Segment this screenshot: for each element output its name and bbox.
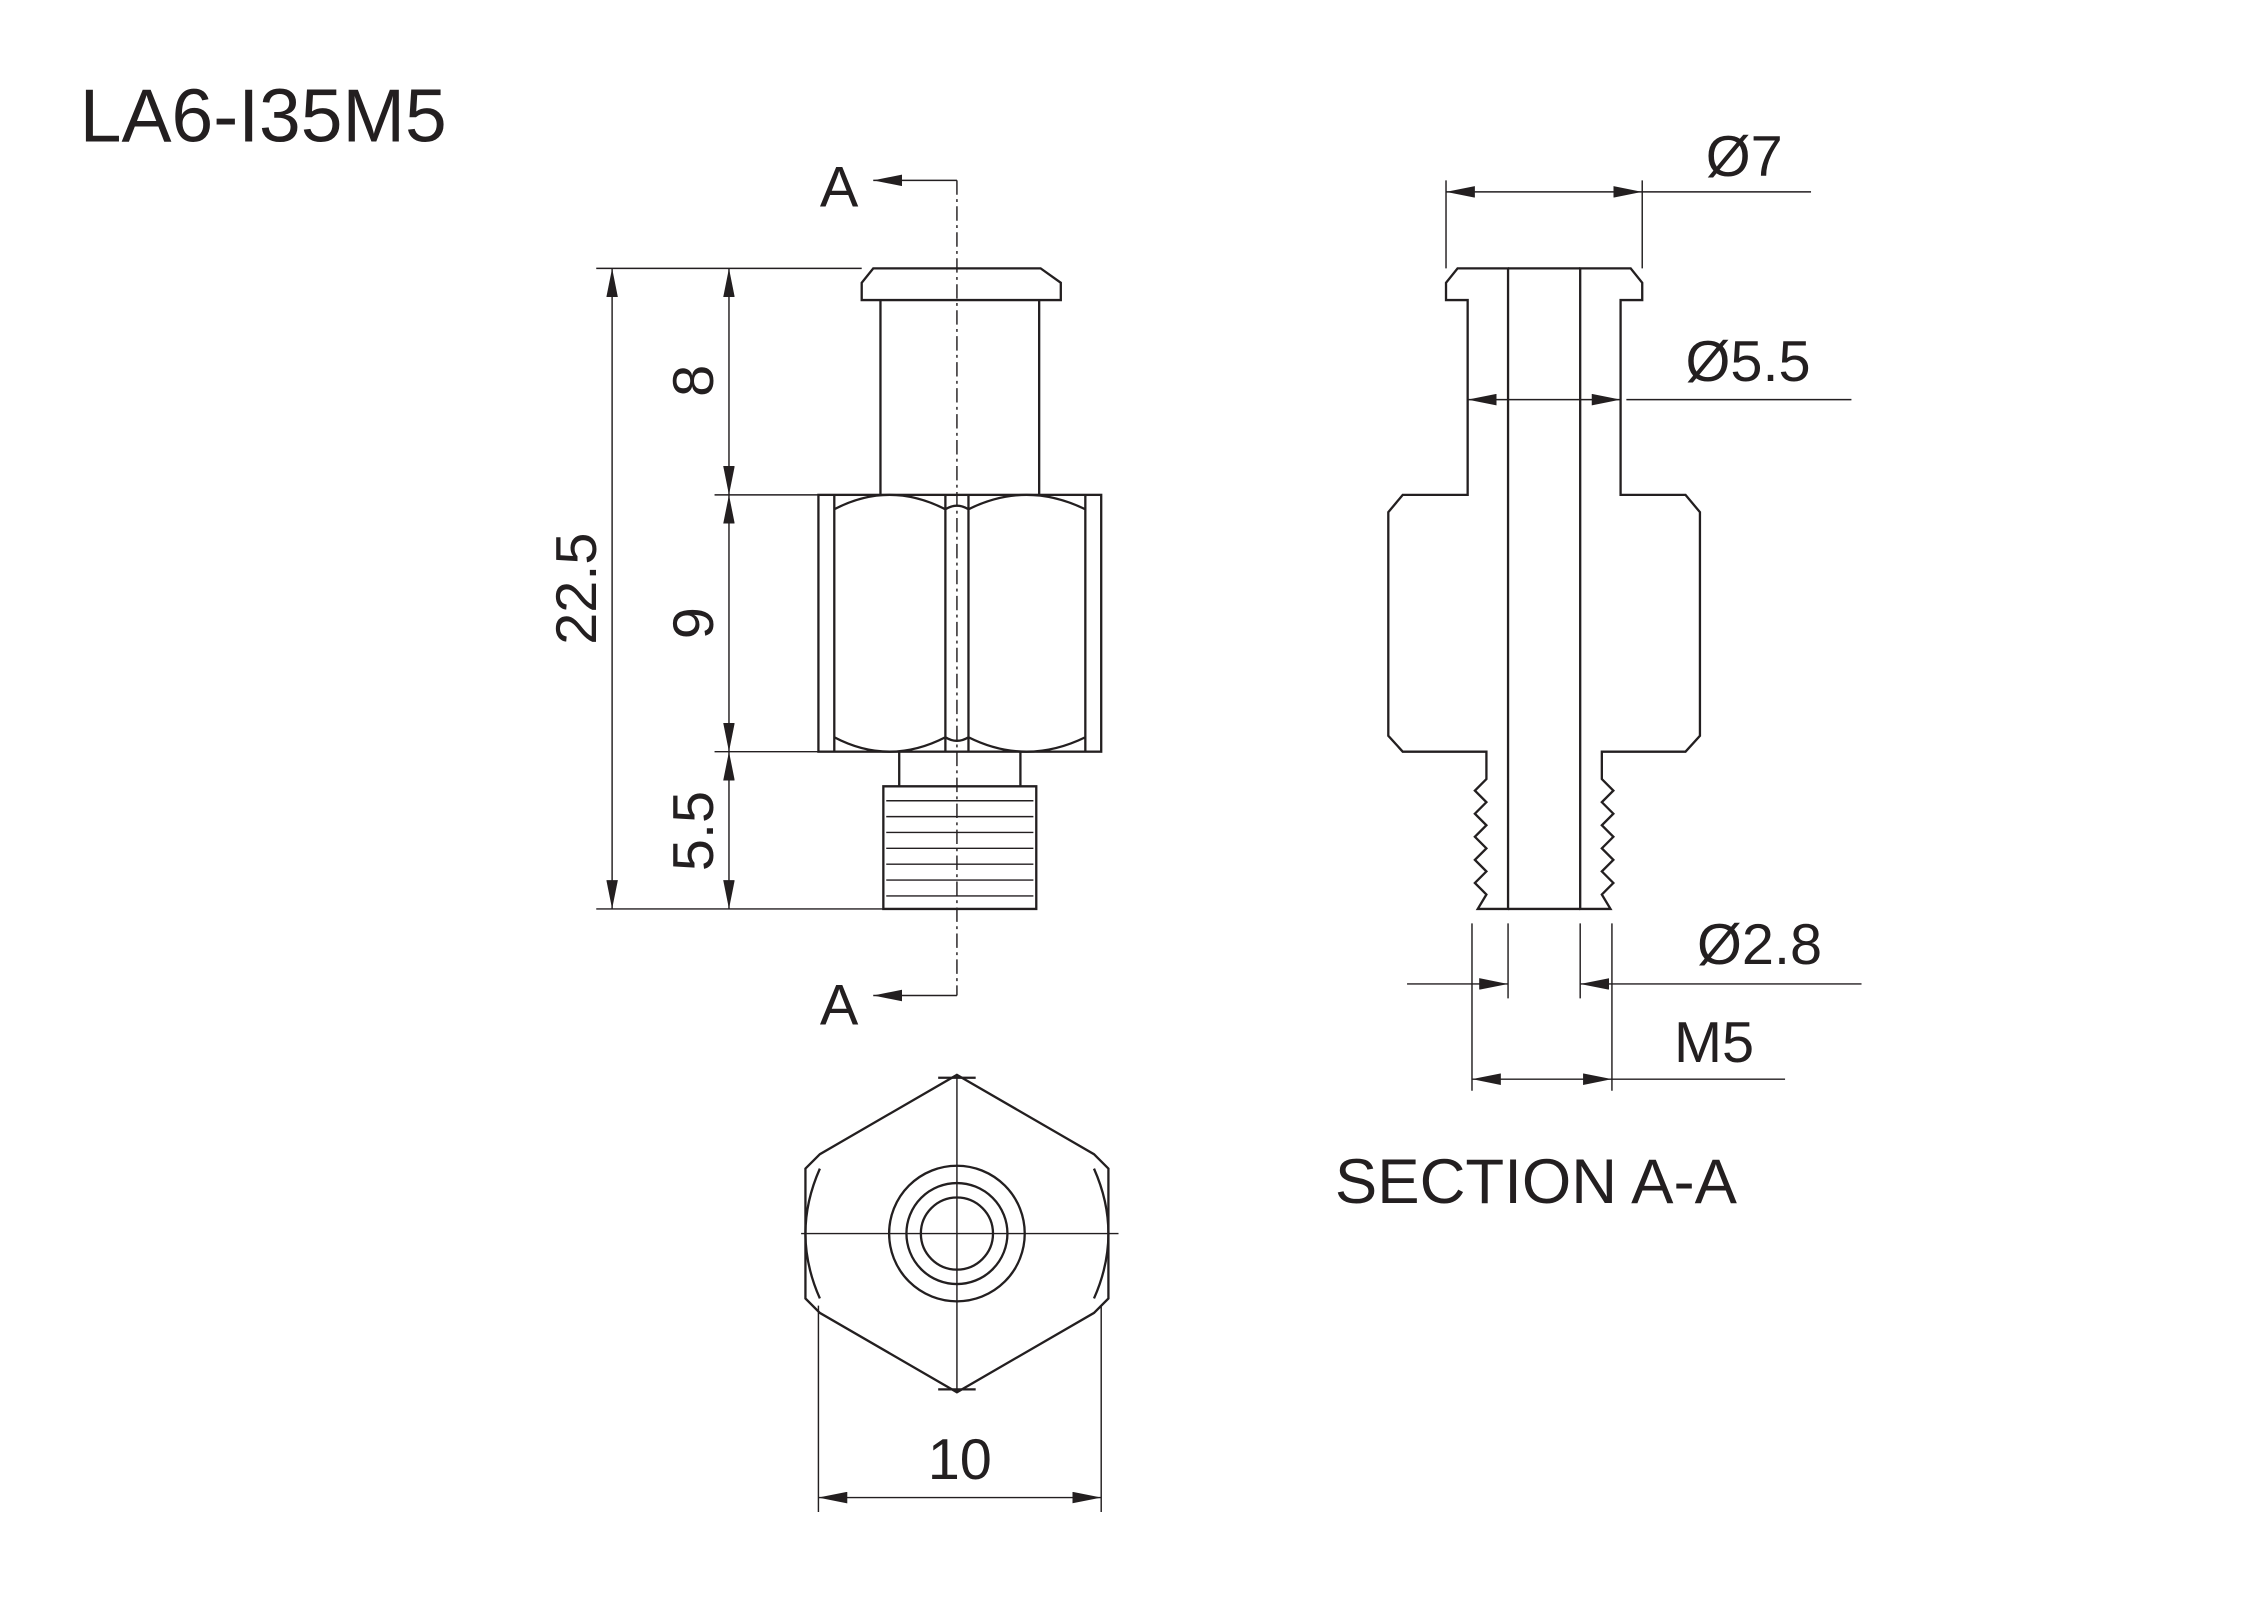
section-marker-bottom: A (820, 973, 859, 1037)
dim-thread: M5 (1674, 1011, 1754, 1075)
thread (882, 785, 1038, 911)
luer-neck (879, 300, 1041, 495)
dim-flange-diameter: Ø7 (1706, 125, 1783, 189)
drawing-title: LA6-I35M5 (80, 73, 447, 157)
dim-hex-length: 9 (662, 607, 726, 639)
hatched-wall-right (1579, 267, 1702, 911)
dim-bore-diameter: Ø2.8 (1697, 913, 1822, 977)
dim-thread-length: 5.5 (662, 791, 726, 871)
section-title: SECTION A-A (1335, 1147, 1738, 1217)
hex-faces (833, 493, 1087, 753)
bore (1508, 267, 1581, 911)
front-view: A A 22.5 8 9 5.5 (545, 155, 1103, 1037)
dim-hex-width: 10 (928, 1428, 992, 1492)
flange (860, 267, 1062, 302)
dim-overall-length: 22.5 (545, 532, 609, 644)
thread-neck (898, 751, 1022, 787)
section-view: Ø7 Ø5.5 Ø2.8 M5 (1387, 125, 1862, 1091)
hex-body (817, 493, 1103, 753)
dim-luer-length: 8 (662, 365, 726, 397)
end-view: 10 (801, 1073, 1119, 1512)
section-marker-top: A (820, 155, 859, 219)
hatched-wall-left (1387, 267, 1510, 911)
dim-luer-diameter: Ø5.5 (1686, 330, 1811, 394)
